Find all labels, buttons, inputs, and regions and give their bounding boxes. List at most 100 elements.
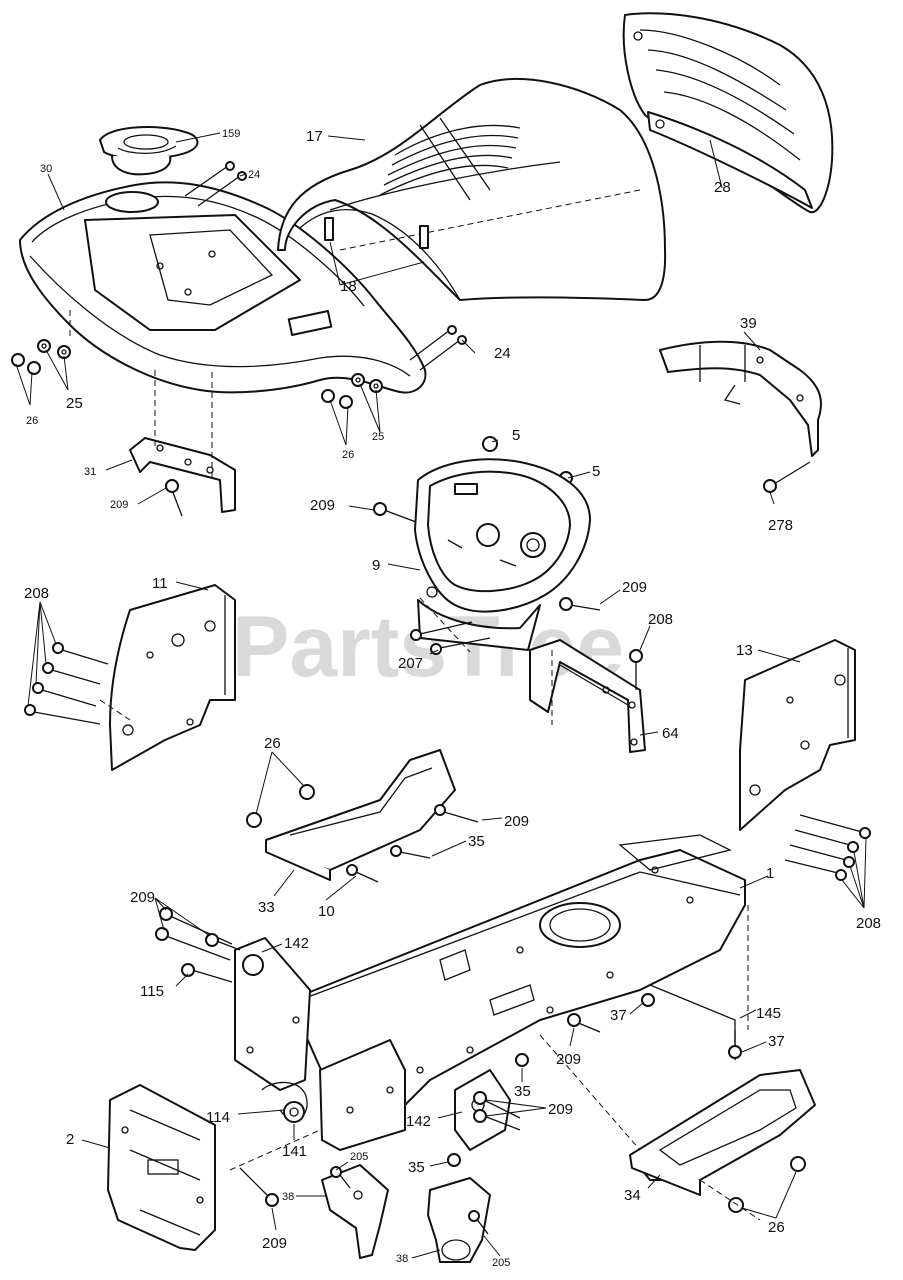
- callout-209-frame-right: 209: [548, 1101, 573, 1118]
- callout-209-frame-mid: 209: [556, 1051, 581, 1068]
- callout-115: 115: [140, 983, 164, 1000]
- callout-38-left: 38: [282, 1191, 294, 1203]
- part-1-frame[interactable]: [289, 834, 746, 1121]
- part-209-screws-left-bracket[interactable]: [155, 907, 241, 961]
- callout-114: 114: [206, 1109, 230, 1126]
- callout-25-left: 25: [66, 395, 83, 412]
- part-30-fender[interactable]: [19, 181, 427, 394]
- part-33-footrest-left[interactable]: [265, 749, 456, 881]
- part-25-26-hardware-right[interactable]: [321, 373, 383, 409]
- callout-208-64: 208: [648, 611, 673, 628]
- callout-33: 33: [258, 899, 275, 916]
- callout-35-frame: 35: [514, 1083, 531, 1100]
- callout-34: 34: [624, 1187, 641, 1204]
- part-26-nuts-footrest[interactable]: [246, 784, 315, 828]
- part-26-nuts-footrest-right[interactable]: [728, 1156, 806, 1213]
- callout-25-right: 25: [372, 431, 384, 443]
- callout-145: 145: [756, 1005, 781, 1022]
- part-25-26-hardware-left[interactable]: [11, 339, 71, 375]
- callout-142-right: 142: [406, 1113, 431, 1130]
- part-38-bracket-right[interactable]: [427, 1177, 491, 1263]
- part-35-bolt-footrest[interactable]: [390, 845, 431, 859]
- callout-39: 39: [740, 315, 757, 332]
- callout-30: 30: [40, 163, 52, 175]
- part-209-screw-dash-left[interactable]: [373, 502, 417, 523]
- callout-209-lower: 209: [262, 1235, 287, 1252]
- watermark-trademark: ™: [646, 615, 662, 632]
- part-208-screw-64[interactable]: [629, 649, 643, 690]
- callout-141: 141: [282, 1143, 307, 1160]
- part-10-bolt[interactable]: [346, 864, 379, 883]
- part-13-side-panel-right[interactable]: [739, 639, 856, 831]
- part-38-bracket-left[interactable]: [321, 1164, 389, 1259]
- part-31-bracket[interactable]: [129, 437, 236, 513]
- part-141-bushing[interactable]: [283, 1101, 305, 1123]
- callout-37-b: 37: [768, 1033, 785, 1050]
- callout-209-dash-right: 209: [622, 579, 647, 596]
- part-34-footrest-right[interactable]: [629, 1069, 816, 1196]
- callout-18: 18: [340, 278, 357, 295]
- part-5-knob-a[interactable]: [482, 436, 498, 452]
- callout-35-lower: 35: [408, 1159, 425, 1176]
- callout-labels: 159 17 28 30 24 18 24 26 25 26 25 39 5 5…: [24, 128, 881, 1269]
- callout-26-footrest: 26: [264, 735, 281, 752]
- assembly-lines: [69, 310, 761, 1221]
- callout-1: 1: [766, 865, 774, 882]
- part-278-screw[interactable]: [763, 461, 811, 493]
- callout-38-right: 38: [396, 1253, 408, 1265]
- callout-17: 17: [306, 128, 323, 145]
- callout-208-right: 208: [856, 915, 881, 932]
- part-209-screw-lower[interactable]: [239, 1167, 279, 1207]
- part-205-screw-right[interactable]: [468, 1210, 489, 1235]
- callout-11: 11: [152, 575, 168, 592]
- part-209-screw-bracket31[interactable]: [165, 479, 183, 517]
- part-207-bolts[interactable]: [410, 621, 491, 655]
- part-bracket-center[interactable]: [319, 1039, 406, 1151]
- part-115-bolt[interactable]: [181, 963, 233, 983]
- callout-24-upper: 24: [248, 169, 260, 181]
- callout-209-left-bracket: 209: [130, 889, 155, 906]
- part-37-nut-b[interactable]: [728, 1045, 742, 1059]
- callout-24-lower: 24: [494, 345, 511, 362]
- part-35-bolt-lower[interactable]: [447, 1153, 461, 1167]
- part-209-screw-frame-mid[interactable]: [567, 1013, 601, 1033]
- callout-35-footrest: 35: [468, 833, 485, 850]
- part-209-screws-frame-right[interactable]: [473, 1091, 521, 1131]
- callout-208-left: 208: [24, 585, 49, 602]
- part-145-rod[interactable]: [649, 984, 736, 1060]
- callout-5-a: 5: [512, 427, 520, 444]
- part-159-cup-holder[interactable]: [99, 126, 199, 176]
- part-39-bracket[interactable]: [659, 340, 822, 457]
- part-209-screw-footrest[interactable]: [434, 804, 479, 823]
- callout-28: 28: [714, 179, 731, 196]
- part-142-bracket-left[interactable]: [234, 937, 311, 1091]
- callout-209-footrest: 209: [504, 813, 529, 830]
- callout-2: 2: [66, 1131, 74, 1148]
- part-205-screw-left[interactable]: [330, 1166, 351, 1189]
- part-208-screws-right[interactable]: [784, 814, 871, 881]
- part-28-grille[interactable]: [622, 12, 834, 214]
- callout-159: 159: [222, 128, 240, 140]
- callout-leaders: [15, 132, 867, 1259]
- callout-5-b: 5: [592, 463, 600, 480]
- part-17-hood[interactable]: [277, 78, 667, 301]
- part-208-screws-left[interactable]: [24, 642, 109, 725]
- callout-26-left: 26: [26, 415, 38, 427]
- callout-10: 10: [318, 903, 335, 920]
- part-35-bolt-frame[interactable]: [515, 1053, 529, 1067]
- callout-209-dash-left: 209: [310, 497, 335, 514]
- callout-207: 207: [398, 655, 423, 672]
- part-11-side-panel-left[interactable]: [109, 584, 236, 771]
- callout-205-left: 205: [350, 1151, 368, 1163]
- callout-37-a: 37: [610, 1007, 627, 1024]
- part-64-bracket[interactable]: [529, 639, 646, 753]
- part-209-screw-dash-right[interactable]: [559, 597, 601, 611]
- part-2-front-plate[interactable]: [107, 1084, 216, 1251]
- callout-278: 278: [768, 517, 793, 534]
- callout-209-bracket: 209: [110, 499, 128, 511]
- part-37-nut-a[interactable]: [641, 993, 655, 1007]
- callout-9: 9: [372, 557, 380, 574]
- callout-142-left: 142: [284, 935, 309, 952]
- part-24-bolts-upper[interactable]: [184, 161, 247, 207]
- part-9-dash-panel[interactable]: [414, 458, 591, 651]
